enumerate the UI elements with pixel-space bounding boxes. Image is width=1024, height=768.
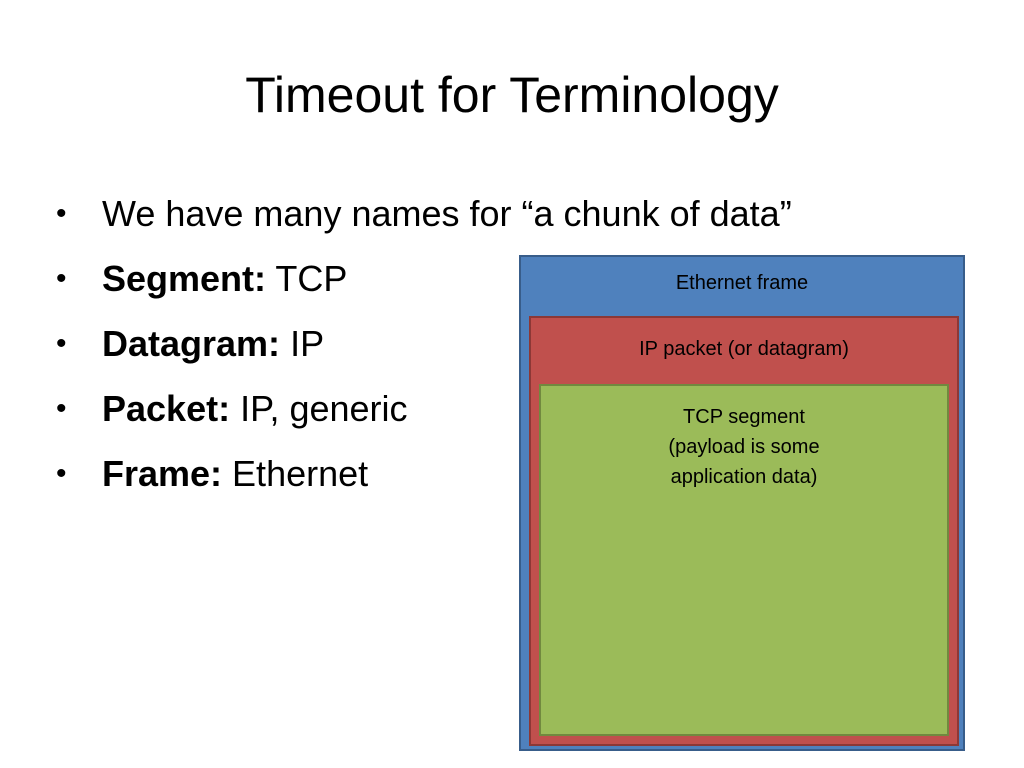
bullet-item-segment: • Segment: TCP [56, 251, 792, 316]
bullet-term: Frame: [102, 453, 223, 494]
bullet-text: IP [280, 323, 325, 364]
bullet-item-datagram: • Datagram: IP [56, 316, 792, 381]
tcp-segment-label: TCP segment (payload is some application… [668, 406, 820, 488]
bullet-term: Segment: [102, 258, 267, 299]
bullet-icon: • [56, 327, 67, 360]
bullet-list: • We have many names for “a chunk of dat… [56, 186, 792, 511]
bullet-text: IP, generic [230, 388, 408, 429]
bullet-text: We have many names for “a chunk of data” [102, 193, 792, 234]
bullet-item-intro: • We have many names for “a chunk of dat… [56, 186, 792, 251]
encapsulation-diagram: Ethernet frame IP packet (or datagram) T… [519, 255, 965, 751]
bullet-text: TCP [266, 258, 348, 299]
bullet-item-packet: • Packet: IP, generic [56, 381, 792, 446]
bullet-text: Ethernet [222, 453, 369, 494]
bullet-icon: • [56, 392, 67, 425]
bullet-term: Datagram: [102, 323, 281, 364]
ethernet-frame-label: Ethernet frame [675, 272, 809, 294]
bullet-term: Packet: [102, 388, 231, 429]
ip-packet-box: IP packet (or datagram) TCP segment (pay… [529, 316, 959, 746]
bullet-icon: • [56, 262, 67, 295]
ethernet-frame-box: Ethernet frame IP packet (or datagram) T… [519, 255, 965, 751]
slide-title: Timeout for Terminology [245, 67, 779, 123]
ip-packet-label: IP packet (or datagram) [639, 338, 849, 360]
bullet-icon: • [56, 197, 67, 230]
tcp-segment-box: TCP segment (payload is some application… [539, 384, 949, 736]
bullet-item-frame: • Frame: Ethernet [56, 446, 792, 511]
bullet-icon: • [56, 457, 67, 490]
